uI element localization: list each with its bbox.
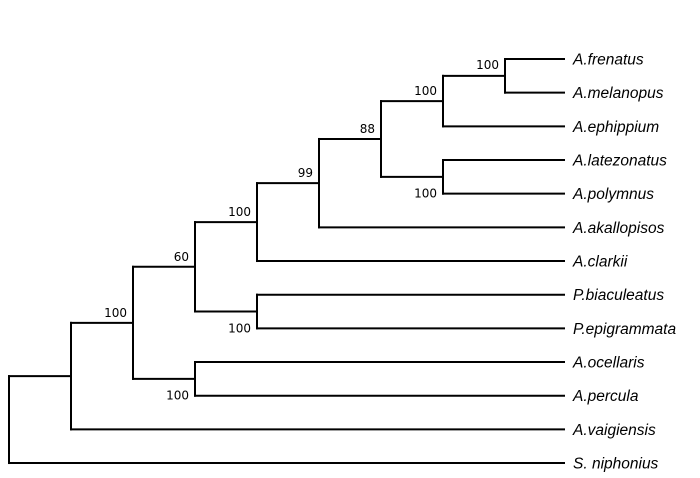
taxon-label: S. niphonius: [573, 456, 659, 473]
taxon-label: P.epigrammata: [573, 321, 676, 338]
taxon-label: A.clarkii: [572, 254, 628, 271]
bootstrap-support-value: 100: [476, 58, 499, 72]
bootstrap-support-value: 100: [414, 84, 437, 98]
taxon-label: A.frenatus: [572, 52, 644, 69]
bootstrap-support-value: 88: [360, 122, 375, 136]
taxon-label: A.ephippium: [572, 119, 659, 136]
taxon-label: A.melanopus: [572, 85, 664, 102]
taxon-label: A.latezonatus: [572, 153, 667, 170]
bootstrap-support-value: 100: [104, 306, 127, 320]
bootstrap-support-value: 99: [298, 166, 313, 180]
bootstrap-support-value: 100: [414, 187, 437, 201]
bootstrap-support-value: 100: [228, 205, 251, 219]
taxon-label: A.polymnus: [572, 186, 654, 203]
taxon-label: A.ocellaris: [572, 355, 645, 372]
taxon-label: A.akallopisos: [572, 220, 665, 237]
bootstrap-support-value: 100: [228, 321, 251, 335]
taxon-label: A.percula: [572, 388, 639, 405]
taxon-label: P.biaculeatus: [573, 287, 664, 304]
bootstrap-support-value: 100: [166, 389, 189, 403]
bootstrap-support-value: 60: [174, 250, 189, 264]
taxon-label: A.vaigiensis: [572, 422, 656, 439]
